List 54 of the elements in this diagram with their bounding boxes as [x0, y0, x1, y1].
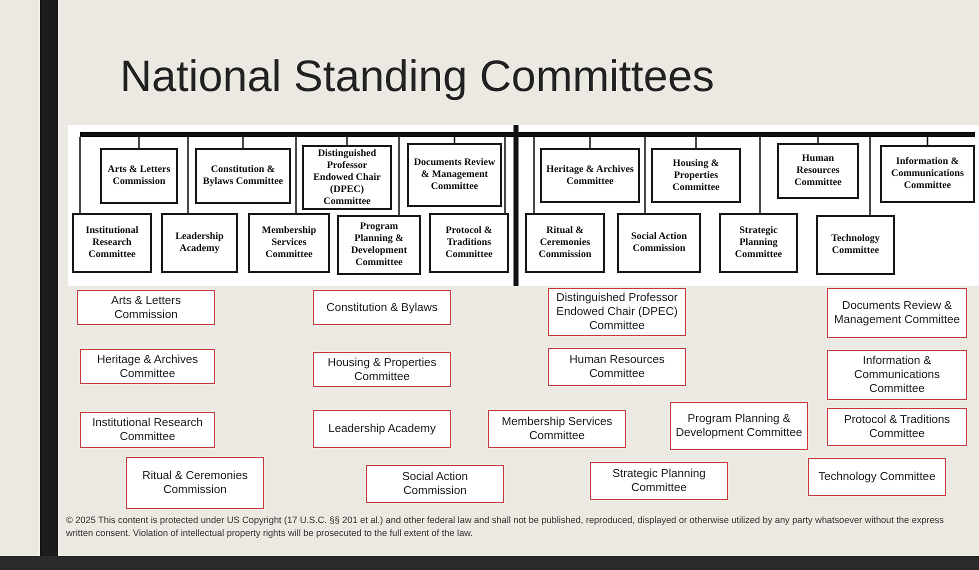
connector-bar: [80, 132, 975, 137]
committee-box: Ritual & Ceremonies Commission: [525, 213, 605, 273]
connector-line: [398, 137, 400, 215]
connector-line: [454, 137, 456, 143]
committee-box: Membership Services Committee: [248, 213, 330, 273]
committee-box: Leadership Academy: [313, 410, 451, 448]
committee-box: Program Planning & Development Committee: [670, 402, 808, 450]
copyright-notice: © 2025 This content is protected under US Copyright (17 U.S.C. §§ 201 et al.) and other federal law and shall not be published, reproduced, displayed or otherwise utilized by any party whatsoever without the express written consent. Violation of intellectual property rights will be prosecuted to the full extent of the law.: [66, 514, 945, 540]
committee-box: Housing & Properties Committee: [313, 352, 451, 387]
connector-line: [295, 137, 297, 213]
committee-box: Information & Communications Committee: [880, 145, 975, 203]
committee-box: Ritual & Ceremonies Commission: [126, 457, 264, 509]
committee-box: Social Action Commission: [617, 213, 701, 273]
connector-line: [589, 137, 591, 148]
connector-line: [187, 137, 189, 213]
committee-box: Institutional Research Committee: [80, 412, 215, 448]
committee-box: Leadership Academy: [161, 213, 238, 273]
committee-box: Heritage & Archives Committee: [80, 349, 215, 384]
committee-box: Protocol & Traditions Committee: [827, 408, 967, 446]
slide-title: National Standing Committees: [120, 52, 714, 102]
connector-line: [346, 137, 348, 145]
connector-line: [926, 137, 928, 145]
committee-box: Arts & Letters Commission: [100, 148, 178, 204]
connector-line: [759, 137, 761, 213]
committee-box: Constitution & Bylaws: [313, 290, 451, 325]
committee-box: Program Planning & Development Committee: [337, 215, 421, 275]
committee-box: Technology Committee: [808, 458, 946, 496]
committee-box: Heritage & Archives Committee: [540, 148, 640, 203]
committee-box: Strategic Planning Committee: [590, 462, 728, 500]
committee-box: Constitution & Bylaws Committee: [195, 148, 291, 204]
connector-line: [138, 137, 140, 148]
committee-box: Housing & Properties Committee: [651, 148, 741, 203]
committee-box: Human Resources Committee: [548, 348, 686, 386]
committee-box: Technology Committee: [816, 215, 895, 275]
connector-line: [242, 137, 244, 148]
committee-box: Information & Communications Committee: [827, 350, 967, 400]
committee-box: Arts & Letters Commission: [77, 290, 215, 325]
committee-box: Institutional Research Committee: [72, 213, 152, 273]
connector-line: [644, 137, 646, 213]
connector-line: [817, 137, 819, 143]
committee-box: Protocol & Traditions Committee: [429, 213, 509, 273]
connector-line: [504, 137, 506, 213]
committee-box: Documents Review & Management Committee: [407, 143, 502, 207]
committee-box: Distinguished Professor Endowed Chair (DPEC) Committee: [548, 288, 686, 336]
committee-box: Documents Review & Management Committee: [827, 288, 967, 338]
connector-line: [533, 137, 535, 213]
committee-box: Membership Services Committee: [488, 410, 626, 448]
committee-box: Human Resources Committee: [777, 143, 859, 199]
committee-box: Social Action Commission: [366, 465, 504, 503]
connector-line: [79, 137, 81, 213]
committee-box: Strategic Planning Committee: [719, 213, 798, 273]
committee-box: Distinguished Professor Endowed Chair (DPEC) Committee: [302, 145, 392, 210]
connector-line: [695, 137, 697, 148]
connector-line: [869, 137, 871, 215]
